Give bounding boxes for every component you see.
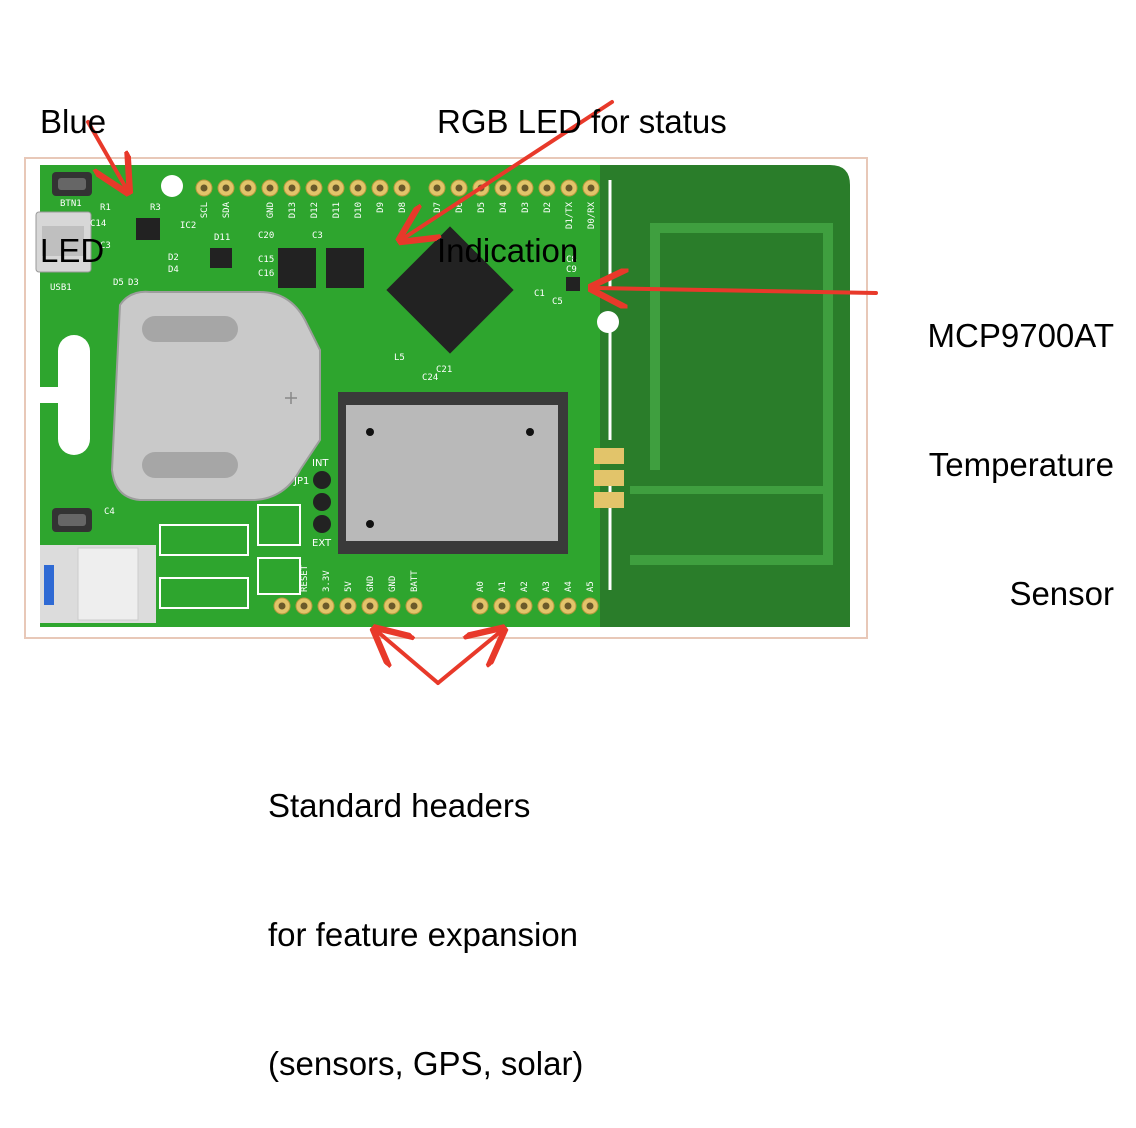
pin-label: D12 <box>310 202 320 218</box>
silk-c15: C15 <box>258 255 274 265</box>
jumper-jp1 <box>313 471 331 533</box>
silk-jp1: JP1 <box>293 476 309 487</box>
ic-chip <box>136 218 160 240</box>
coin-cell-holder <box>112 292 320 500</box>
silk-c21: C21 <box>436 365 452 375</box>
header-pin-hole <box>367 603 374 610</box>
arrow-headers-left <box>378 632 438 683</box>
pin-label: D11 <box>332 202 342 218</box>
header-pin-hole <box>543 603 550 610</box>
header-pin-hole <box>279 603 286 610</box>
silk-r3: R3 <box>150 203 161 213</box>
pin-label: 3.3V <box>322 570 332 592</box>
ic-chip <box>210 248 232 268</box>
header-pin-hole <box>245 185 252 192</box>
header-pin-hole <box>345 603 352 610</box>
header-pin-hole <box>267 185 274 192</box>
pin-label: A1 <box>498 581 508 592</box>
pin-label: A4 <box>564 581 574 592</box>
pin-label: A5 <box>586 581 596 592</box>
header-pin-hole <box>521 603 528 610</box>
silk-d4: D4 <box>168 265 179 275</box>
header-pin-hole <box>223 185 230 192</box>
header-pin-hole <box>565 603 572 610</box>
callout-rgb-led: RGB LED for status Indication <box>437 14 727 315</box>
pin-label: 5V <box>344 581 354 592</box>
pin-label: D9 <box>376 202 386 213</box>
pin-label: D13 <box>288 202 298 218</box>
silk-c24: C24 <box>422 373 438 383</box>
header-pin-hole <box>301 603 308 610</box>
antenna-pad <box>594 448 624 464</box>
callout-temp-sensor: MCP9700AT Temperature Sensor <box>928 228 1114 658</box>
pin-label: SDA <box>222 201 232 218</box>
antenna-pad <box>594 492 624 508</box>
silk-l5: L5 <box>394 353 405 363</box>
header-pin-hole <box>389 603 396 610</box>
header-pin-hole <box>289 185 296 192</box>
silk-ext: EXT <box>312 538 332 549</box>
silk-c20: C20 <box>258 231 274 241</box>
silk-d3: D3 <box>128 278 139 288</box>
silk-c3b: C3 <box>312 231 323 241</box>
silk-int: INT <box>312 458 329 469</box>
silk-ic2: IC2 <box>180 221 196 231</box>
header-pin-hole <box>323 603 330 610</box>
radio-module <box>338 392 568 554</box>
header-pin-hole <box>333 185 340 192</box>
pin-label: GND <box>366 576 376 592</box>
header-pin-hole <box>201 185 208 192</box>
silk-d11: D11 <box>214 233 230 243</box>
header-pin-hole <box>411 603 418 610</box>
pin-label: A0 <box>476 581 486 592</box>
button-bottom <box>52 508 92 532</box>
pin-label: GND <box>266 202 276 218</box>
silk-d5: D5 <box>113 278 124 288</box>
header-pin-hole <box>311 185 318 192</box>
pin-label: A3 <box>542 581 552 592</box>
pin-label: BATT <box>410 570 420 592</box>
header-pin-hole <box>355 185 362 192</box>
callout-headers: Standard headers for feature expansion (… <box>268 698 583 1128</box>
silk-d2: D2 <box>168 253 179 263</box>
pin-label: SCL <box>200 202 210 218</box>
silk-c4: C4 <box>104 507 115 517</box>
silk-c16: C16 <box>258 269 274 279</box>
antenna-pad <box>594 470 624 486</box>
pin-label: GND <box>388 576 398 592</box>
header-pin-hole <box>587 603 594 610</box>
header-pin-hole <box>399 185 406 192</box>
header-pin-hole <box>477 603 484 610</box>
mount-hole <box>161 175 183 197</box>
pin-label: D10 <box>354 202 364 218</box>
callout-blue-led: Blue LED <box>40 14 106 315</box>
pin-label: A2 <box>520 581 530 592</box>
header-pin-hole <box>377 185 384 192</box>
ic-chip <box>326 248 364 288</box>
header-pin-hole <box>499 603 506 610</box>
ic-chip <box>278 248 316 288</box>
pin-label: RESET <box>300 564 310 592</box>
small-module <box>40 545 156 623</box>
pin-label: D8 <box>398 202 408 213</box>
arrow-headers-right <box>438 632 500 683</box>
